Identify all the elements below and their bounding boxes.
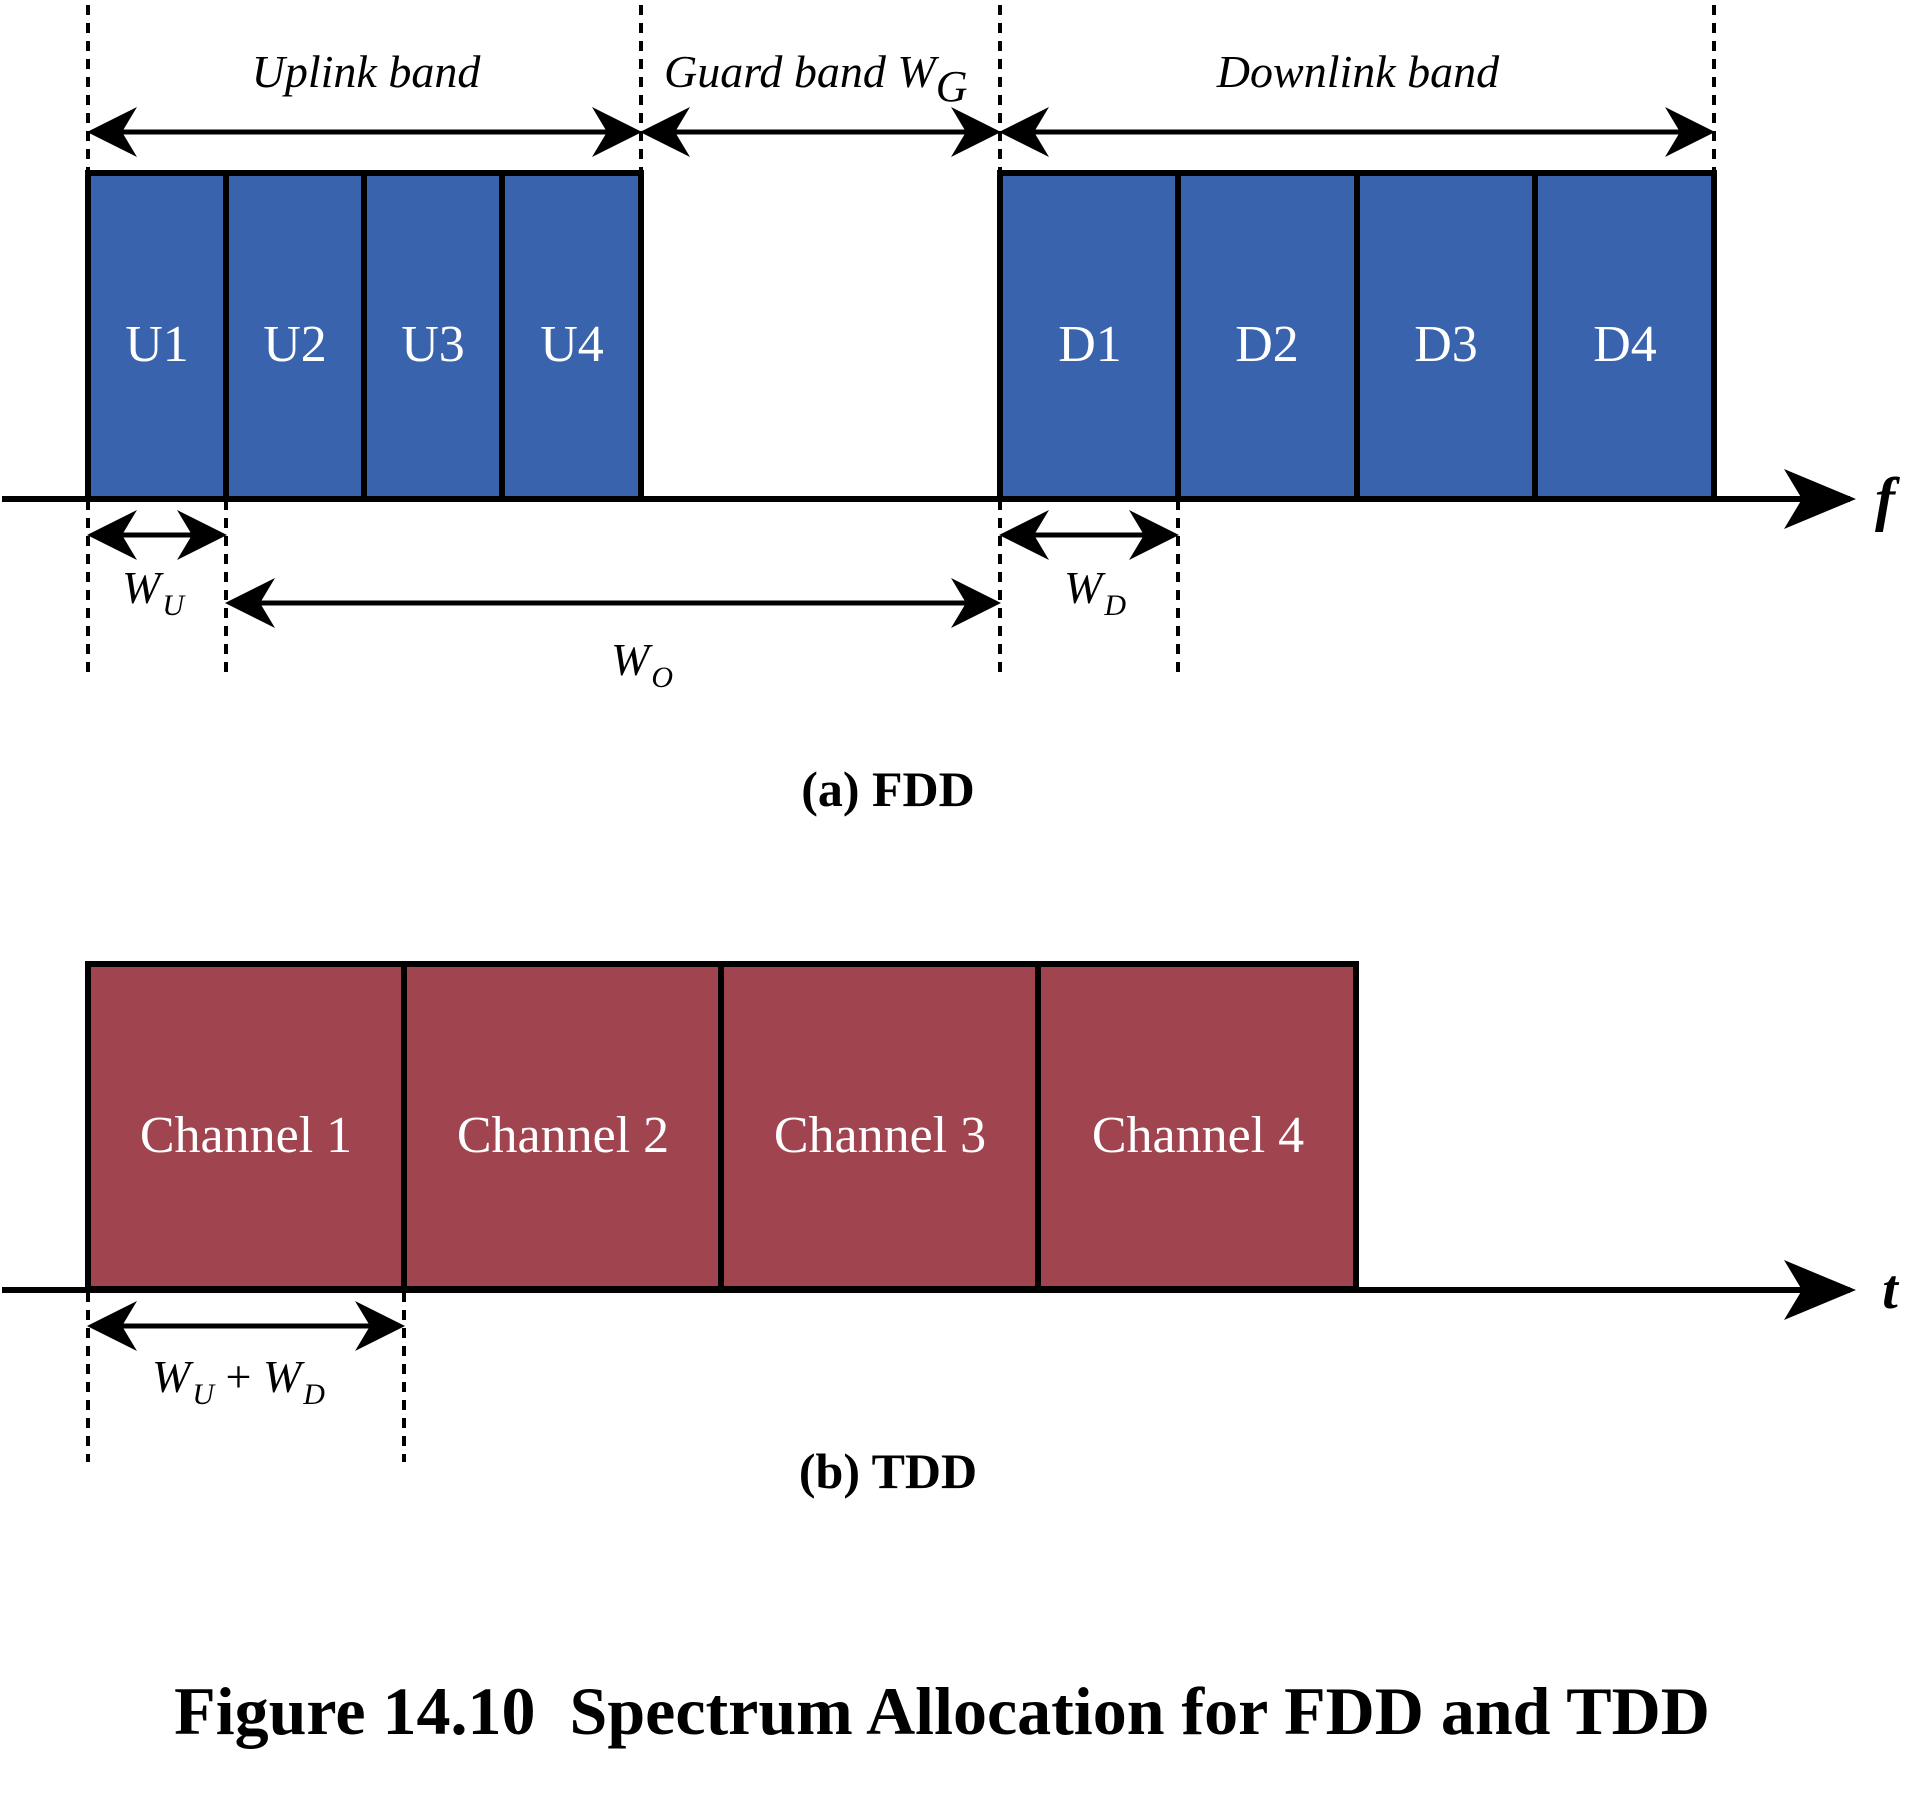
frequency-axis-label: f <box>1875 466 1900 532</box>
tdd-channel-3: Channel 3 <box>718 961 1041 1292</box>
downlink-channel-d4: D4 <box>1532 170 1717 502</box>
channel-label: U1 <box>125 316 189 373</box>
channel-label: Channel 1 <box>140 1107 352 1164</box>
wu-label: WU <box>122 562 186 622</box>
channel-label: D4 <box>1593 316 1657 373</box>
channel-label: Channel 3 <box>774 1107 986 1164</box>
channel-label: D2 <box>1235 316 1299 373</box>
downlink-channels: D1 D2 D3 D4 <box>997 170 1717 502</box>
fdd-section: Uplink band Guard band WG Downlink band … <box>2 5 1900 817</box>
uplink-band-label: Uplink band <box>252 46 482 97</box>
guard-band-label: Guard band WG <box>664 46 968 111</box>
channel-label: U3 <box>401 316 465 373</box>
tdd-channel-4: Channel 4 <box>1035 961 1359 1292</box>
wo-label: WO <box>611 634 673 694</box>
tdd-channels: Channel 1 Channel 2 Channel 3 Channel 4 <box>85 961 1359 1292</box>
uplink-channel-u2: U2 <box>223 170 367 502</box>
tdd-channel-2: Channel 2 <box>401 961 724 1292</box>
channel-label: U4 <box>540 316 604 373</box>
tdd-section: Channel 1 Channel 2 Channel 3 Channel 4 … <box>2 961 1899 1499</box>
downlink-band-label: Downlink band <box>1216 46 1500 97</box>
downlink-channel-d1: D1 <box>997 170 1181 502</box>
channel-label: U2 <box>263 316 327 373</box>
channel-label: Channel 4 <box>1092 1107 1304 1164</box>
uplink-channel-u4: U4 <box>499 170 644 502</box>
tdd-width-label: WU + WD <box>152 1351 325 1411</box>
wd-label: WD <box>1064 562 1126 622</box>
figure-caption: Figure 14.10 Spectrum Allocation for FDD… <box>174 1673 1710 1749</box>
fdd-dashed-guides <box>86 5 1716 672</box>
uplink-channel-u3: U3 <box>361 170 505 502</box>
downlink-channel-d2: D2 <box>1175 170 1360 502</box>
channel-label: D3 <box>1414 316 1478 373</box>
uplink-channels: U1 U2 U3 U4 <box>85 170 644 502</box>
downlink-channel-d3: D3 <box>1354 170 1538 502</box>
tdd-caption: (b) TDD <box>799 1443 977 1499</box>
time-axis-label: t <box>1882 1259 1899 1321</box>
uplink-channel-u1: U1 <box>85 170 229 502</box>
channel-label: Channel 2 <box>457 1107 669 1164</box>
fdd-caption: (a) FDD <box>801 761 975 817</box>
channel-label: D1 <box>1058 316 1122 373</box>
tdd-channel-1: Channel 1 <box>85 961 407 1292</box>
